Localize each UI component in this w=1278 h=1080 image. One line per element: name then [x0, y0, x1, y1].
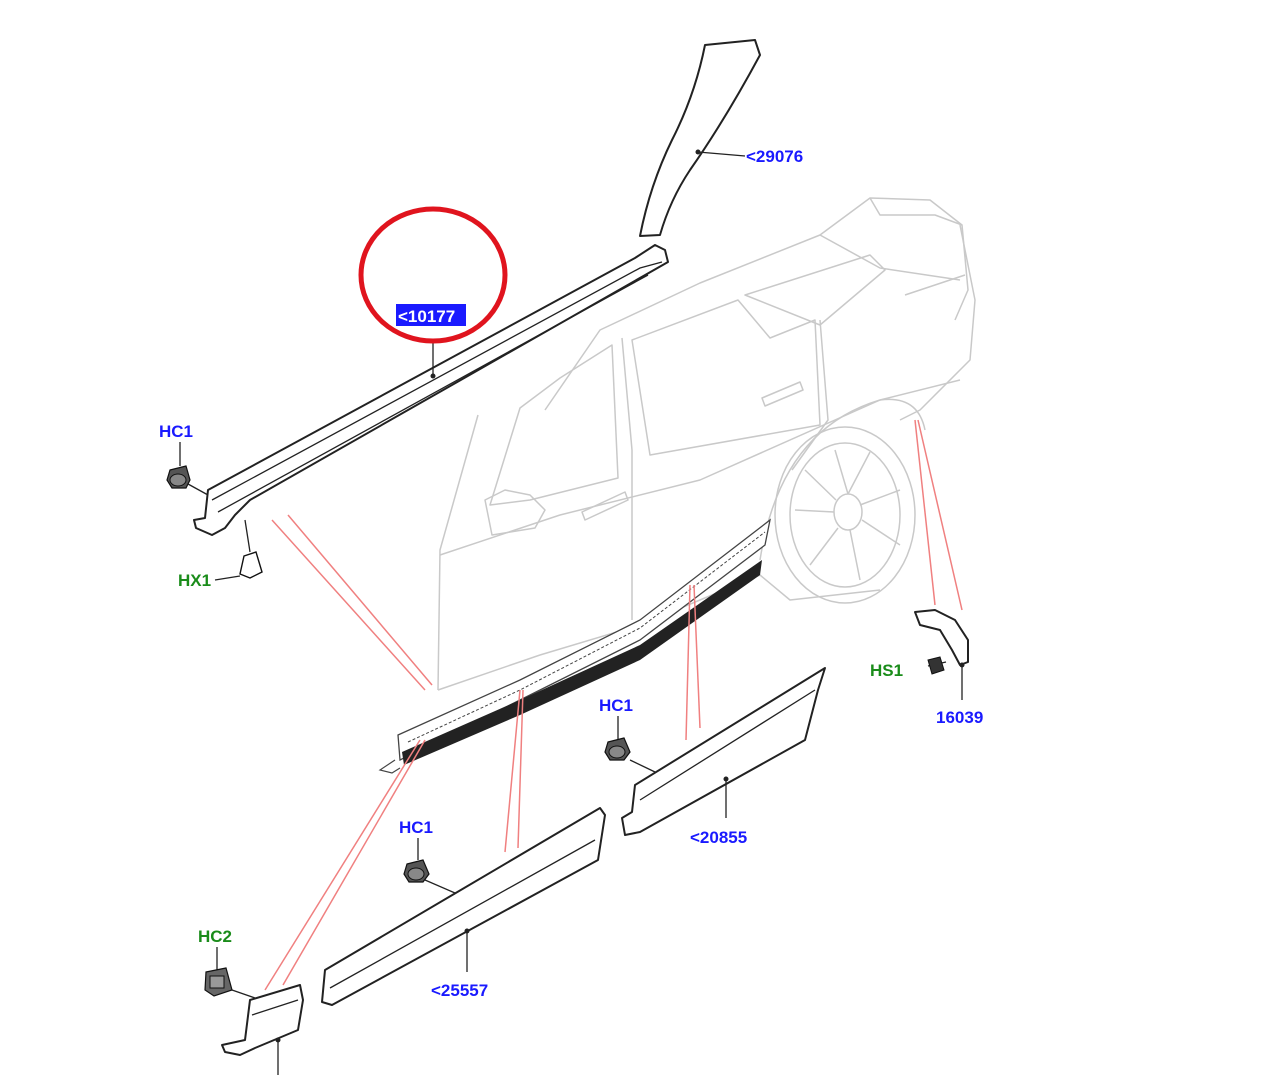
label-hc1-top[interactable]: HC1: [159, 422, 193, 441]
clip-hx1-icon[interactable]: [214, 519, 263, 581]
guide-lines: [264, 419, 963, 991]
clip-hc1-top-icon[interactable]: [166, 442, 209, 496]
callout-circle: [358, 206, 508, 344]
label-hc2[interactable]: HC2: [198, 927, 232, 946]
label-25557[interactable]: <25557: [431, 981, 488, 1000]
label-hs1[interactable]: HS1: [870, 661, 903, 680]
body-sill-trim: [378, 518, 771, 774]
label-hc1-middle[interactable]: HC1: [599, 696, 633, 715]
part-10177-sill-rail[interactable]: [193, 244, 669, 536]
label-hx1[interactable]: HX1: [178, 571, 211, 590]
vehicle-outline: [437, 197, 976, 691]
clip-hc1-lower-icon[interactable]: [403, 838, 430, 883]
label-16039[interactable]: 16039: [936, 708, 983, 727]
part-25557-front-door-moulding[interactable]: [321, 807, 606, 1006]
part-20855-rear-door-moulding[interactable]: [621, 667, 826, 836]
part-29076-quarter-trim[interactable]: [639, 39, 761, 237]
part-sill-end-piece[interactable]: [221, 984, 304, 1075]
label-20855[interactable]: <20855: [690, 828, 747, 847]
selection-highlight: [396, 304, 466, 326]
part-16039-arch-bracket[interactable]: [914, 609, 969, 700]
label-10177-selected[interactable]: <10177: [398, 307, 455, 326]
label-29076[interactable]: <29076: [746, 147, 803, 166]
clip-hc2-icon[interactable]: [204, 947, 233, 997]
label-hc1-lower[interactable]: HC1: [399, 818, 433, 837]
clip-hc1-middle-icon[interactable]: [604, 716, 631, 761]
screw-hs1-icon[interactable]: [927, 656, 945, 675]
